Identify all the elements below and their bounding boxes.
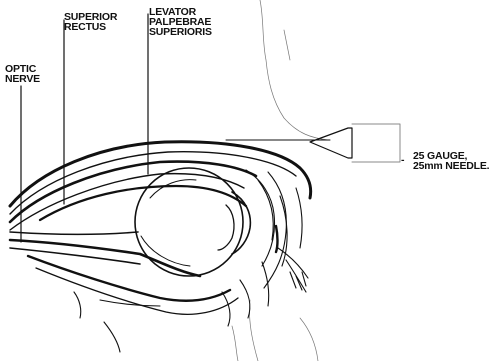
label-needle: - 25 GAUGE, 25mm NEEDLE. [413,151,489,171]
label-levator-palpebrae-superioris: LEVATOR PALPEBRAE SUPERIORIS [149,7,212,37]
label-superior-rectus: SUPERIOR RECTUS [64,12,117,32]
label-superior-rectus-line-2: RECTUS [64,22,117,32]
leader-lines [21,14,148,242]
label-needle-line-2: 25mm NEEDLE. [413,161,489,171]
label-optic-nerve-line-2: NERVE [5,74,40,84]
superior-rectus-muscle [10,162,256,230]
needle-hub [352,124,400,162]
eyelids-and-soft-tissue [74,170,308,352]
needle-bevel [310,128,352,158]
orbital-bone-outline [232,0,328,361]
label-optic-nerve: OPTIC NERVE [5,64,40,84]
label-needle-dash: - [401,155,404,165]
needle [226,124,400,162]
label-levator-line-3: SUPERIORIS [149,27,212,37]
